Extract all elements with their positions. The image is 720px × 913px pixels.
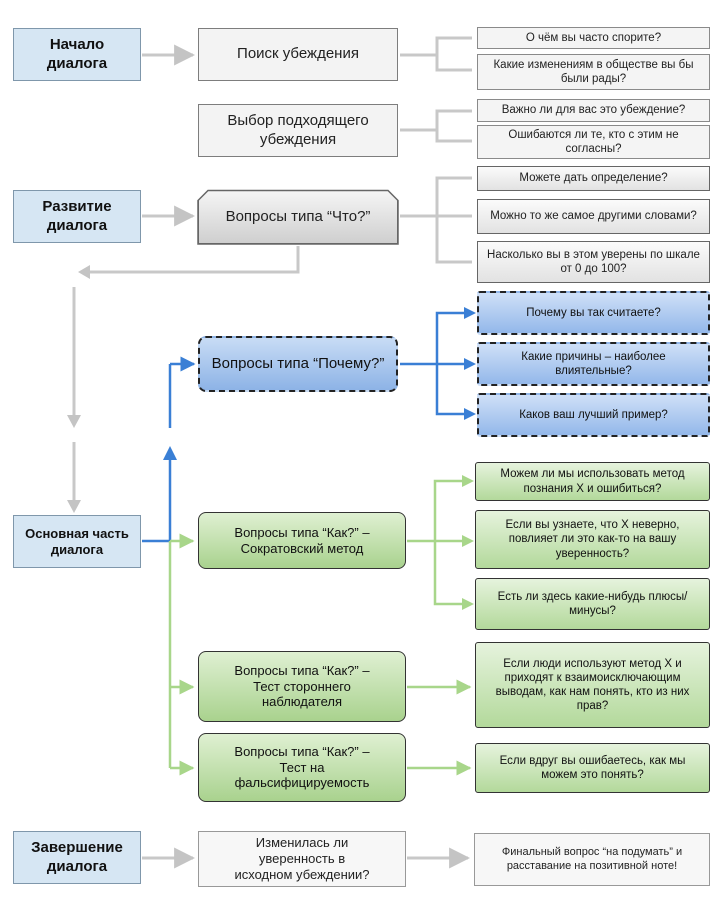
stage-start: Начало диалога bbox=[13, 28, 141, 81]
step-how-falsifiability: Вопросы типа “Как?” – Тест на фальсифици… bbox=[198, 733, 406, 802]
question-observer-1: Если люди используют метод Х и приходят … bbox=[475, 642, 710, 728]
question-falsifiability-1: Если вдруг вы ошибаетесь, как мы можем э… bbox=[475, 743, 710, 793]
arrowhead-why-1 bbox=[464, 307, 476, 319]
question-search-2: Какие изменениям в обществе вы бы были р… bbox=[477, 54, 710, 90]
arrowhead-return bbox=[78, 265, 90, 279]
branch-search bbox=[400, 36, 472, 72]
branch-why bbox=[400, 311, 472, 416]
branch-choose bbox=[400, 109, 472, 143]
question-choose-1: Важно ли для вас это убеждение? bbox=[477, 99, 710, 122]
arrowhead-why-2 bbox=[464, 358, 476, 370]
question-socratic-3: Есть ли здесь какие-нибудь плюсы/минусы? bbox=[475, 578, 710, 630]
step-how-socratic: Вопросы типа “Как?” – Сократовский метод bbox=[198, 512, 406, 569]
question-search-1: О чём вы часто спорите? bbox=[477, 27, 710, 49]
arrow-return-from-what bbox=[85, 246, 300, 274]
question-socratic-1: Можем ли мы использовать метод познания … bbox=[475, 462, 710, 501]
question-what-2: Можно то же самое другими словами? bbox=[477, 199, 710, 234]
question-what-3: Насколько вы в этом уверены по шкале от … bbox=[477, 241, 710, 283]
arrowhead-socratic-2 bbox=[462, 535, 474, 547]
question-why-2: Какие причины – наиболее влиятельные? bbox=[477, 342, 710, 386]
step-what: Вопросы типа “Что?” bbox=[198, 190, 398, 244]
step-search: Поиск убеждения bbox=[198, 28, 398, 81]
question-socratic-2: Если вы узнаете, что Х неверно, повлияет… bbox=[475, 510, 710, 569]
question-choose-2: Ошибаются ли те, кто с этим не согласны? bbox=[477, 125, 710, 159]
arrowhead-down-1 bbox=[67, 415, 81, 428]
stage-end: Завершение диалога bbox=[13, 831, 141, 884]
step-choose: Выбор подходящего убеждения bbox=[198, 104, 398, 157]
question-why-3: Каков ваш лучший пример? bbox=[477, 393, 710, 437]
arrowhead-main-up bbox=[163, 446, 177, 460]
arrowhead-socratic-1 bbox=[462, 475, 474, 487]
step-why: Вопросы типа “Почему?” bbox=[198, 336, 398, 392]
arrowhead-down-2 bbox=[67, 500, 81, 513]
step-confidence: Изменилась ли уверенность в исходном убе… bbox=[198, 831, 406, 887]
branch-socratic bbox=[407, 479, 470, 606]
stage-main: Основная часть диалога bbox=[13, 515, 141, 568]
arrowhead-socratic-3 bbox=[462, 598, 474, 610]
arrowhead-why-3 bbox=[464, 408, 476, 420]
question-why-1: Почему вы так считаете? bbox=[477, 291, 710, 335]
question-what-1: Можете дать определение? bbox=[477, 166, 710, 191]
step-how-observer: Вопросы типа “Как?” – Тест стороннего на… bbox=[198, 651, 406, 722]
question-final: Финальный вопрос “на подумать” и расстав… bbox=[474, 833, 710, 886]
branch-what bbox=[400, 176, 472, 264]
stage-development: Развитие диалога bbox=[13, 190, 141, 243]
arrow-main-to-why bbox=[142, 455, 172, 543]
